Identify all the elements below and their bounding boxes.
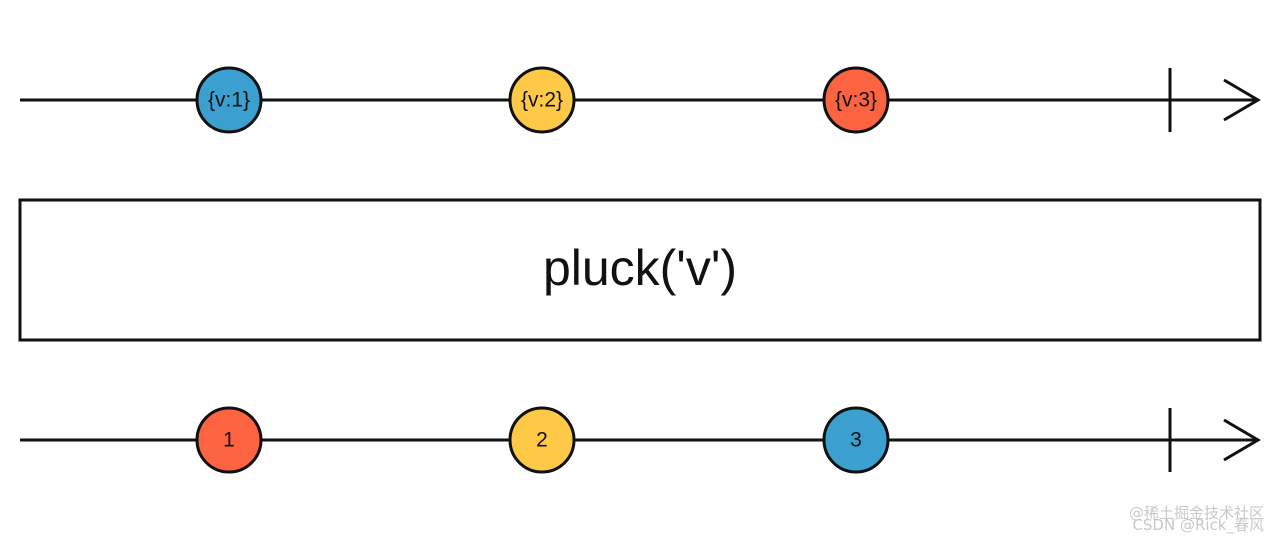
output-marble-1-circle <box>195 406 263 474</box>
output-marble: 3 <box>822 406 890 474</box>
input-marble-2-label: {v:2} <box>521 89 563 112</box>
watermark-line-1: @稀土掘金技术社区 <box>1129 504 1264 522</box>
operator-box: pluck('v') <box>18 198 1262 342</box>
input-marble-1-label: {v:1} <box>208 89 250 112</box>
output-marble-2-circle <box>508 406 576 474</box>
input-marble-3-label: {v:3} <box>835 89 877 112</box>
input-marble: {v:1} <box>195 66 263 134</box>
input-marble: {v:2} <box>508 66 576 134</box>
input-marble: {v:3} <box>822 66 890 134</box>
output-marble-1-label: 1 <box>223 429 235 452</box>
output-marble: 1 <box>195 406 263 474</box>
output-arrow-head-icon <box>1223 418 1261 462</box>
operator-box-rect <box>18 198 1262 342</box>
operator-label: pluck('v') <box>543 240 737 296</box>
output-marble-3-label: 3 <box>850 429 862 452</box>
watermark: @稀土掘金技术社区 CSDN @Rick_春风 <box>1129 504 1264 535</box>
output-marble-2-label: 2 <box>536 429 548 452</box>
watermark-line-2: CSDN @Rick_春风 <box>1132 516 1264 535</box>
input-arrow-head-icon <box>1223 78 1261 122</box>
input-marble-1-circle <box>195 66 263 134</box>
input-marble-3-circle <box>822 66 890 134</box>
output-marble: 2 <box>508 406 576 474</box>
output-marble-3-circle <box>822 406 890 474</box>
input-marble-2-circle <box>508 66 576 134</box>
